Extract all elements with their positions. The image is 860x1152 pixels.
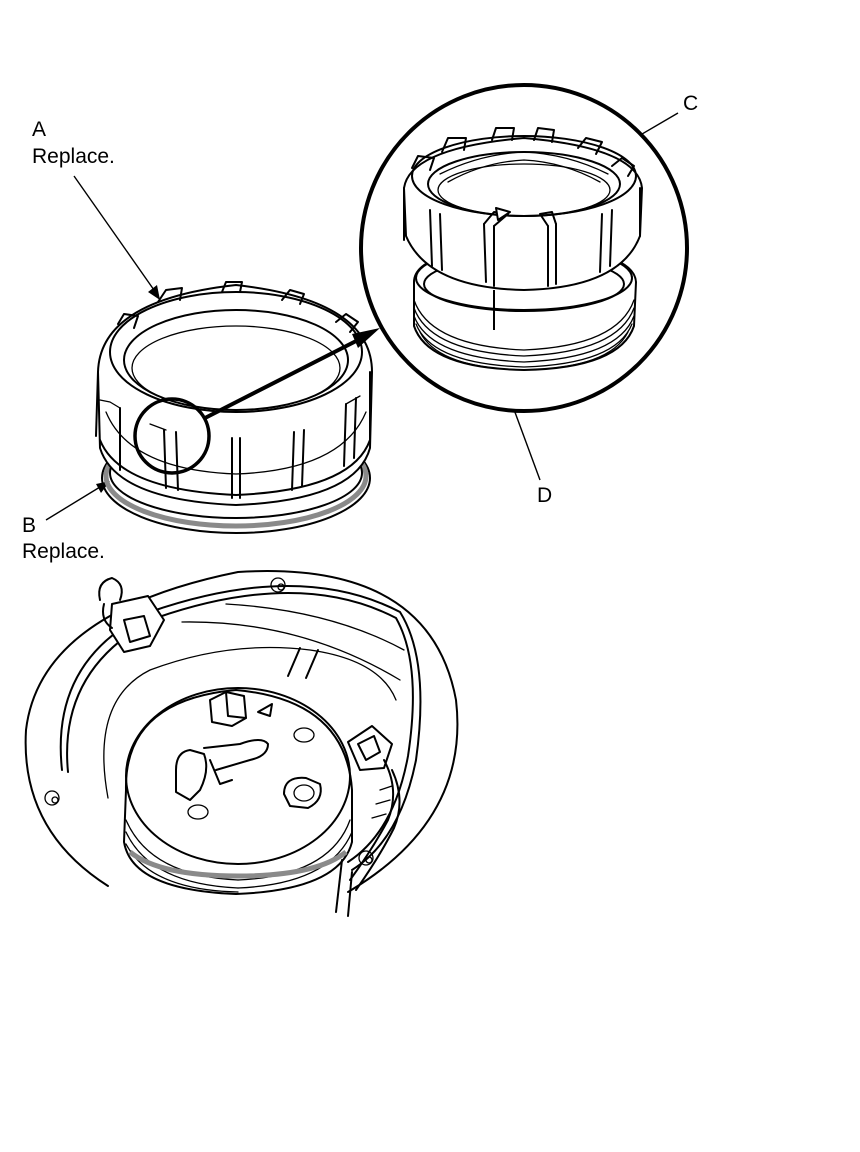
fuel-pump-flange-icon [24, 570, 459, 895]
callout-d-letter: D [537, 484, 552, 507]
callout-b: B Replace. [22, 481, 110, 563]
callout-b-letter: B [22, 514, 36, 537]
callout-a-note: Replace. [32, 145, 115, 168]
bolt-icon [358, 850, 374, 866]
electrical-connector-icon [335, 725, 401, 917]
callout-a-letter: A [32, 118, 46, 141]
lock-ring-icon [95, 281, 373, 534]
bolt-icon [270, 577, 286, 593]
callout-a: A Replace. [32, 118, 160, 300]
bolt-icon [44, 790, 60, 806]
electrical-connector-icon [98, 577, 165, 653]
detail-view [359, 83, 689, 413]
callout-c-letter: C [683, 92, 698, 115]
detail-magnifier-icon [133, 328, 380, 475]
callout-b-note: Replace. [22, 540, 105, 563]
